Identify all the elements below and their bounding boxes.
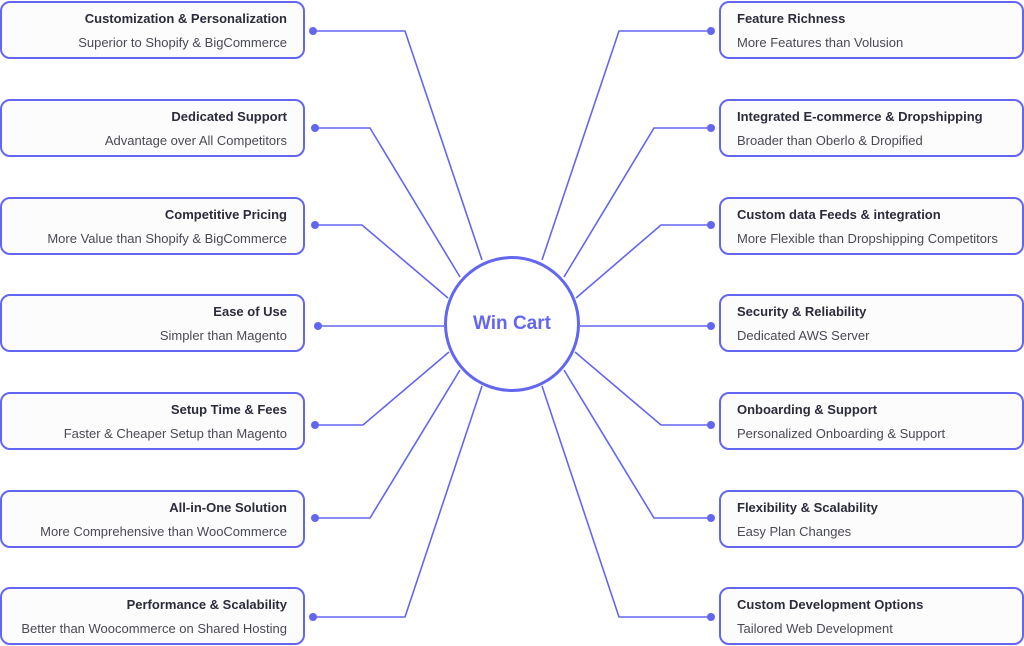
- connector-dot: [707, 322, 715, 330]
- card-subtitle: More Comprehensive than WooCommerce: [40, 523, 287, 539]
- card-title: Dedicated Support: [171, 108, 287, 124]
- card-subtitle: More Value than Shopify & BigCommerce: [47, 230, 287, 246]
- card-subtitle: More Features than Volusion: [737, 34, 904, 50]
- card-subtitle: Broader than Oberlo & Dropified: [737, 132, 923, 148]
- connector-dot: [707, 421, 715, 429]
- connector-left-6: [315, 369, 461, 519]
- card-title: Custom data Feeds & integration: [737, 206, 941, 222]
- card-subtitle: Dedicated AWS Server: [737, 327, 870, 343]
- card-title: Integrated E-commerce & Dropshipping: [737, 108, 983, 124]
- left-card-dedicated-support: Dedicated Support Advantage over All Com…: [0, 99, 305, 157]
- hub-label: Win Cart: [473, 313, 551, 334]
- card-subtitle: Easy Plan Changes: [737, 523, 852, 539]
- right-card-onboarding: Onboarding & Support Personalized Onboar…: [719, 392, 1024, 450]
- card-subtitle: Tailored Web Development: [737, 620, 893, 636]
- card-title: Flexibility & Scalability: [737, 499, 878, 515]
- left-card-customization: Customization & Personalization Superior…: [0, 1, 305, 59]
- card-title: All-in-One Solution: [169, 499, 287, 515]
- card-title: Security & Reliability: [737, 303, 867, 319]
- connector-left-2: [315, 127, 461, 278]
- right-card-integrated-ecommerce: Integrated E-commerce & Dropshipping Bro…: [719, 99, 1024, 157]
- connector-dot: [707, 124, 715, 132]
- card-subtitle: Better than Woocommerce on Shared Hostin…: [21, 620, 287, 636]
- connector-dot: [707, 613, 715, 621]
- connector-dot: [314, 322, 322, 330]
- connector-dot: [311, 514, 319, 522]
- card-subtitle: Personalized Onboarding & Support: [737, 425, 946, 441]
- connector-dot: [309, 613, 317, 621]
- card-subtitle: Simpler than Magento: [159, 327, 287, 343]
- card-subtitle: More Flexible than Dropshipping Competit…: [737, 230, 998, 246]
- connector-right-5: [574, 351, 711, 426]
- connector-left-1: [313, 30, 483, 261]
- right-card-flexibility: Flexibility & Scalability Easy Plan Chan…: [719, 490, 1024, 548]
- connector-left-3: [315, 224, 449, 299]
- connector-dot: [707, 27, 715, 35]
- connector-left-5: [315, 351, 450, 426]
- connector-right-1: [541, 30, 711, 261]
- card-title: Setup Time & Fees: [170, 401, 287, 417]
- left-card-competitive-pricing: Competitive Pricing More Value than Shop…: [0, 197, 305, 255]
- left-card-ease-of-use: Ease of Use Simpler than Magento: [0, 294, 305, 352]
- card-title: Performance & Scalability: [126, 596, 287, 612]
- card-subtitle: Advantage over All Competitors: [104, 132, 287, 148]
- right-card-security: Security & Reliability Dedicated AWS Ser…: [719, 294, 1024, 352]
- left-card-all-in-one: All-in-One Solution More Comprehensive t…: [0, 490, 305, 548]
- left-card-setup-time: Setup Time & Fees Faster & Cheaper Setup…: [0, 392, 305, 450]
- connector-right-6: [563, 369, 711, 519]
- connector-dot: [707, 514, 715, 522]
- left-card-performance: Performance & Scalability Better than Wo…: [0, 587, 305, 645]
- card-subtitle: Faster & Cheaper Setup than Magento: [63, 425, 287, 441]
- card-title: Custom Development Options: [737, 596, 924, 612]
- central-hub: Win Cart: [444, 256, 580, 392]
- right-card-custom-development: Custom Development Options Tailored Web …: [719, 587, 1024, 645]
- connector-right-2: [563, 127, 711, 278]
- connector-dot: [311, 421, 319, 429]
- card-subtitle: Superior to Shopify & BigCommerce: [78, 34, 287, 50]
- connector-dot: [309, 27, 317, 35]
- connector-dot: [707, 221, 715, 229]
- connector-dot: [311, 221, 319, 229]
- card-title: Onboarding & Support: [737, 401, 878, 417]
- card-title: Feature Richness: [737, 10, 846, 26]
- connector-dot: [311, 124, 319, 132]
- card-title: Customization & Personalization: [84, 10, 287, 26]
- card-title: Competitive Pricing: [164, 206, 287, 222]
- connector-left-7: [313, 385, 483, 618]
- connector-right-7: [541, 385, 711, 618]
- card-title: Ease of Use: [213, 303, 287, 319]
- connector-right-3: [575, 224, 711, 299]
- right-card-custom-data-feeds: Custom data Feeds & integration More Fle…: [719, 197, 1024, 255]
- right-card-feature-richness: Feature Richness More Features than Volu…: [719, 1, 1024, 59]
